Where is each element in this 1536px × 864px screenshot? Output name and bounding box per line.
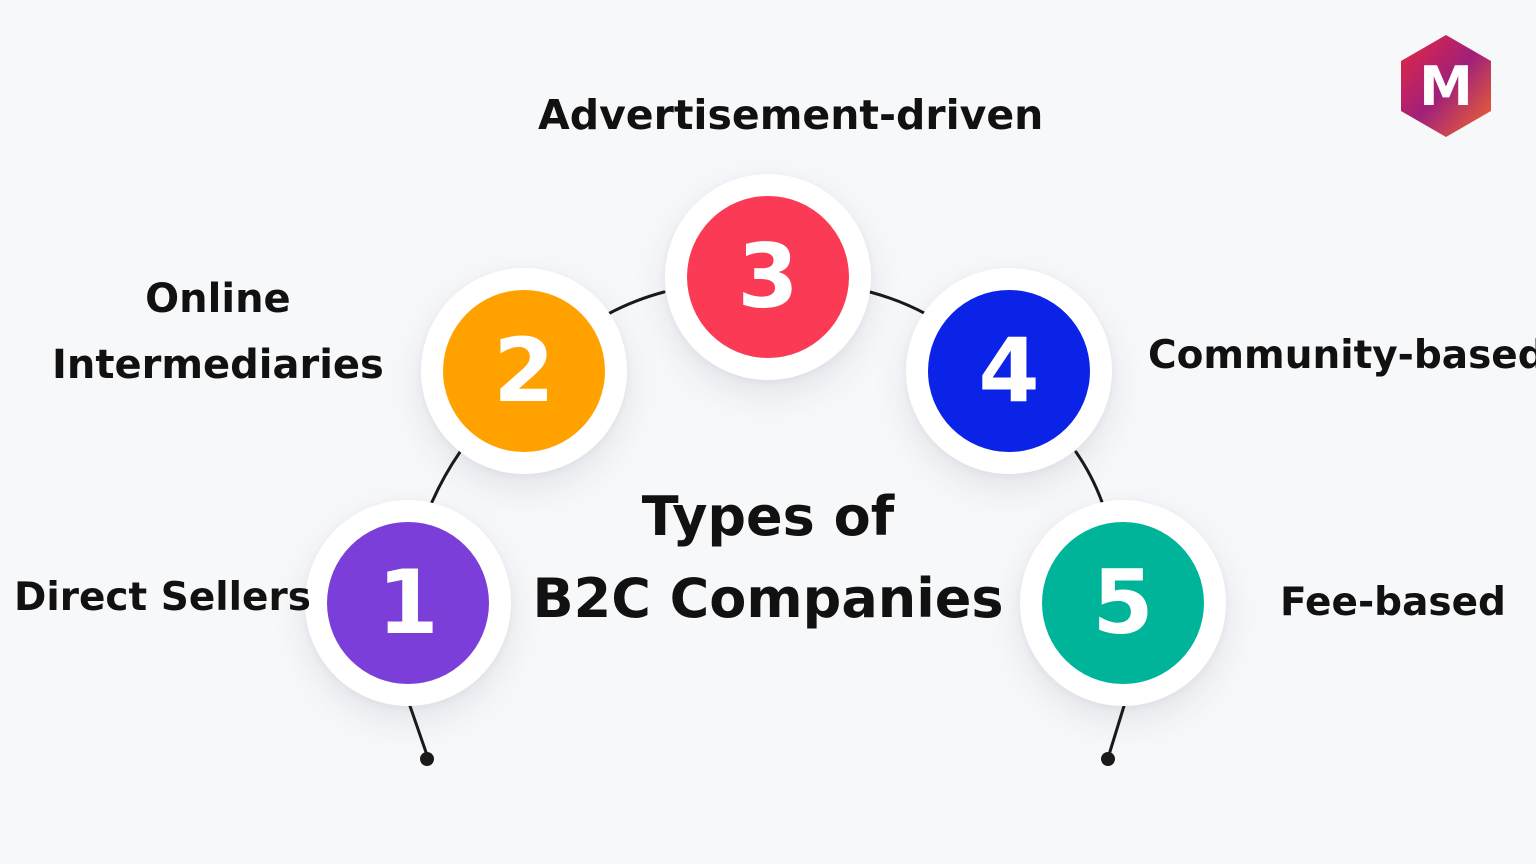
arc-segment-start [408,704,430,760]
node-2-number: 2 [493,319,555,422]
arc-segment-end [1106,704,1126,760]
node-3-circle: 3 [687,196,849,358]
node-4: 4 [906,268,1112,474]
node-2: 2 [421,268,627,474]
node-2-circle: 2 [443,290,605,452]
hexagon-logo-icon: M [1401,35,1491,137]
node-5-number: 5 [1092,551,1154,654]
node-1: 1 [305,500,511,706]
label-fee-based: Fee-based [1280,580,1506,625]
arc-segment-2-3 [606,290,666,316]
node-1-number: 1 [377,551,439,654]
node-3-number: 3 [737,225,799,328]
node-3: 3 [665,174,871,380]
arc-end-dot-right [1101,752,1115,766]
node-1-circle: 1 [327,522,489,684]
logo-hexagon [1401,35,1491,137]
label-direct-sellers: Direct Sellers [14,575,311,620]
logo-letter: M [1419,55,1473,118]
diagram-title: Types of B2C Companies [528,476,1008,640]
label-advertisement-driven: Advertisement-driven [538,91,1044,139]
arc-segment-4-5 [1074,450,1104,504]
node-5: 5 [1020,500,1226,706]
node-4-circle: 4 [928,290,1090,452]
label-online-line1: Online [145,276,291,322]
title-line-2: B2C Companies [532,567,1004,630]
arc-end-dot-left [420,752,434,766]
label-online-line2: Intermediaries [52,342,384,388]
node-5-circle: 5 [1042,522,1204,684]
arc-segment-3-4 [868,290,928,316]
arc-segment-1-2 [430,450,462,504]
node-4-number: 4 [978,319,1040,422]
title-line-1: Types of [641,485,895,548]
label-online-intermediaries: Online Intermediaries [52,266,384,398]
label-community-based: Community-based [1148,333,1536,378]
